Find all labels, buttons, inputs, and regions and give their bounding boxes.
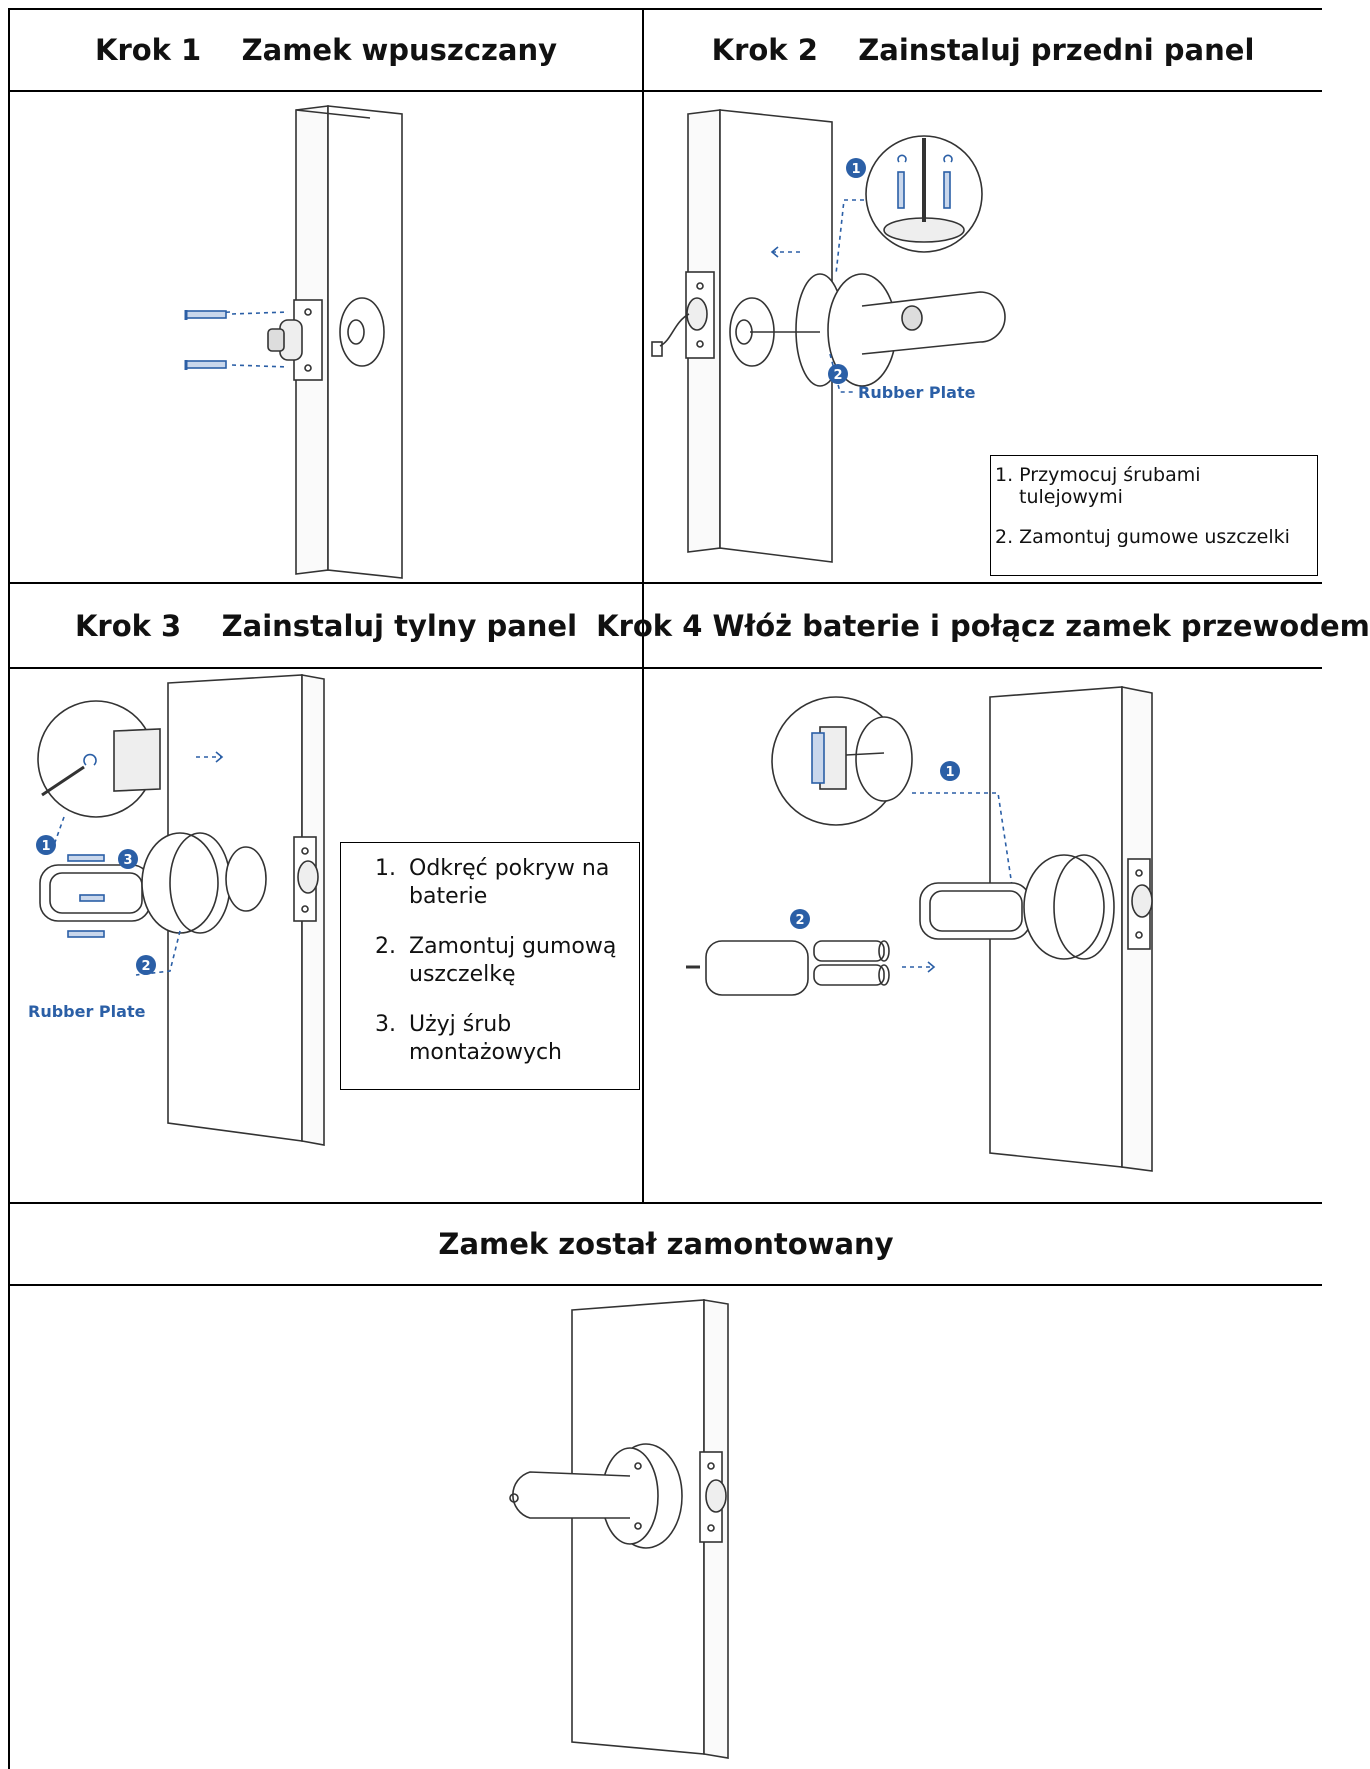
grid-h2	[8, 582, 1322, 584]
step3-note-2: 2. Zamontuj gumową uszczelkę	[375, 933, 633, 989]
step3-note-2-num: 2.	[375, 934, 396, 959]
screw-lower	[184, 360, 289, 370]
callout-2-badge	[790, 909, 810, 929]
back-panel	[39, 832, 267, 934]
arrow-right	[902, 961, 936, 973]
latch-plate	[1127, 858, 1153, 950]
back-panel	[919, 854, 1115, 960]
callout-1-badge	[36, 835, 56, 855]
step2-notes: 1. Przymocuj śrubami tulejowymi 2. Zamon…	[990, 455, 1318, 576]
batteries	[813, 940, 890, 986]
step3-note-1: 1. Odkręć pokryw na baterie	[375, 855, 633, 911]
rubber-plate-label: Rubber Plate	[28, 1002, 146, 1021]
callout-2-number: 2	[795, 913, 804, 928]
zoom-inset	[865, 135, 983, 253]
inset-leader	[835, 199, 864, 275]
grid-h5	[8, 1284, 1322, 1286]
step2-note-2: 2. Zamontuj gumowe uszczelki	[995, 526, 1290, 548]
latch-plate	[293, 836, 319, 922]
callout-2-number: 2	[833, 368, 842, 383]
step2-note-1-cont: tulejowymi	[1019, 486, 1123, 508]
door-hole	[339, 297, 385, 367]
front-panel	[750, 273, 1006, 387]
step4-title: Krok 4 Włóż baterie i połącz zamek przew…	[596, 608, 1370, 643]
installation-sheet: Krok 1 Zamek wpuszczany Krok 2 Zainstalu…	[8, 8, 1370, 1769]
arrow-right	[196, 751, 224, 763]
zoom-inset	[37, 700, 161, 818]
grid-mid-vertical	[642, 8, 644, 1202]
step3-note-1-text: Odkręć pokryw na baterie	[409, 856, 610, 909]
step4-illustration: 1 2	[686, 686, 1153, 1172]
step2-note-1: 1. Przymocuj śrubami	[995, 464, 1201, 486]
step3-note-3-num: 3.	[375, 1012, 396, 1037]
grid-h1	[8, 90, 1322, 92]
grid-h4	[8, 1202, 1322, 1204]
callout-2-badge	[136, 955, 156, 975]
screw-upper	[184, 310, 289, 320]
rubber-leader	[829, 353, 856, 393]
battery-cover	[686, 940, 809, 996]
step3-note-1-num: 1.	[375, 856, 396, 881]
latch-plate	[685, 271, 715, 359]
latch-plate	[699, 1451, 727, 1543]
callout-1-number: 1	[41, 839, 50, 854]
mounting-screws	[67, 854, 105, 938]
arrow-left	[770, 246, 804, 258]
cable	[651, 313, 690, 357]
step1-illustration	[184, 105, 403, 579]
step3-notes: 1. Odkręć pokryw na baterie 2. Zamontuj gu…	[340, 842, 640, 1090]
step2-illustration: 1 2 Rubber Plate	[651, 109, 1006, 563]
installed-handle	[509, 1443, 683, 1549]
callout-2-number: 2	[141, 959, 150, 974]
step1-title: Krok 1 Zamek wpuszczany	[94, 33, 558, 67]
final-title: Zamek został zamontowany	[438, 1227, 894, 1261]
grid-left	[8, 8, 10, 1769]
step3-note-3-text: Użyj śrub montażowych	[409, 1012, 563, 1065]
zoom-inset	[771, 696, 913, 826]
step3-note-3: 3. Użyj śrub montażowych	[375, 1011, 633, 1067]
callout-1-number: 1	[945, 765, 954, 780]
inset-leader	[53, 816, 65, 846]
callout-3-number: 3	[123, 853, 132, 868]
callout-1-badge	[846, 158, 866, 178]
step3-note-2-text: Zamontuj gumową uszczelkę	[409, 934, 617, 987]
step3-title: Krok 3 Zainstaluj tylny panel	[74, 608, 578, 643]
mortise-latch	[267, 299, 323, 381]
grid-top	[8, 8, 1322, 10]
callout-2-badge	[828, 364, 848, 384]
grid-h3	[8, 667, 1322, 669]
callout-1-badge	[940, 761, 960, 781]
step2-title: Krok 2 Zainstaluj przedni panel	[711, 33, 1255, 67]
callout-3-badge	[118, 849, 138, 869]
rubber-plate-label: Rubber Plate	[858, 383, 976, 402]
step3-illustration: 1 3 2 Rubber Plate	[28, 674, 325, 1146]
final-illustration	[509, 1299, 729, 1759]
callout-1-number: 1	[851, 162, 860, 177]
